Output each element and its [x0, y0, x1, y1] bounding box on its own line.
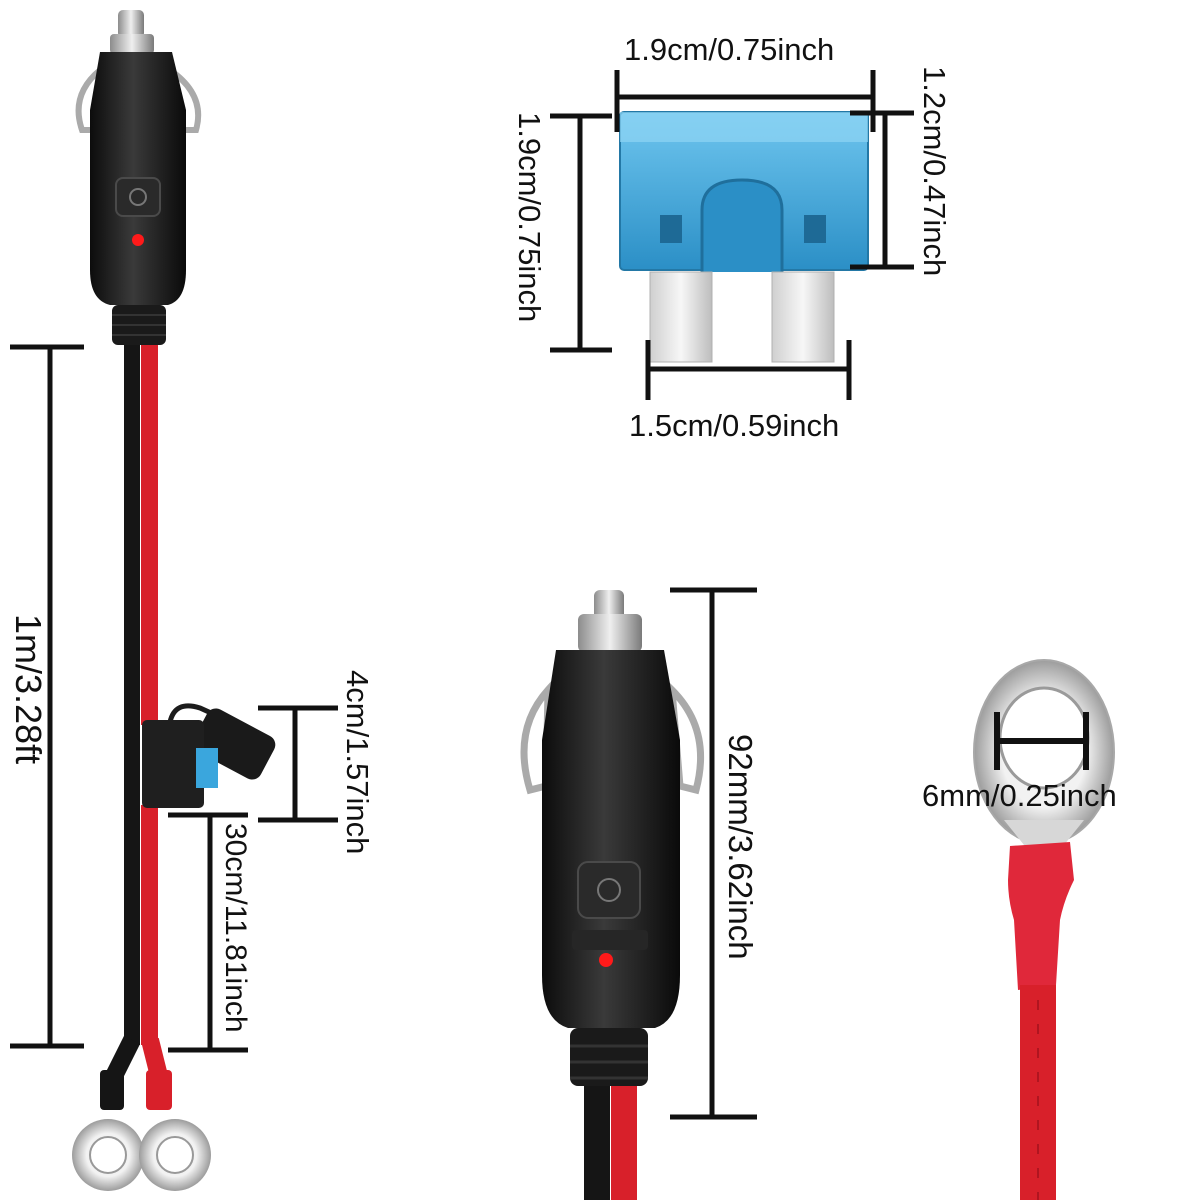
inline-fuse [196, 748, 218, 788]
plug-switch [115, 177, 161, 217]
ring-hole-label: 6mm/0.25inch [922, 778, 1117, 813]
branch-length-label: 30cm/11.81inch [219, 823, 252, 1033]
heat-shrink-sleeve [1008, 842, 1074, 990]
fuse-blade-width-label: 1.5cm/0.59inch [629, 408, 840, 443]
cigarette-plug [520, 590, 705, 1200]
branch-length-dimension [168, 812, 248, 1053]
cable-assembly [72, 10, 276, 1191]
inline-fuse-holder [142, 703, 276, 808]
plug-side-clip-right [165, 63, 202, 133]
blade-fuse [619, 111, 869, 363]
plug-body [542, 650, 680, 1028]
ring-hole-dimension [994, 712, 1089, 770]
plug-tip [118, 10, 144, 38]
wire-black [584, 1086, 610, 1200]
fuse-height-dimension [550, 113, 612, 353]
fuse-holder-length-label: 4cm/1.57inch [340, 670, 375, 855]
fuse-head-height-label: 1.2cm/0.47inch [917, 66, 952, 277]
plug-side-clip-left [75, 63, 104, 133]
fuse-holder-dimension [258, 705, 338, 823]
plug-side-clip-left [520, 680, 552, 795]
wire-red [611, 1086, 637, 1200]
fuse-width-label: 1.9cm/0.75inch [624, 32, 835, 67]
plug-switch [577, 861, 641, 919]
strain-relief [570, 1028, 648, 1086]
fuse-width-dimension [614, 70, 876, 132]
led-indicator [599, 953, 613, 967]
plug-length-label: 92mm/3.62inch [722, 734, 759, 960]
fuse-blade-width-dimension [645, 340, 852, 400]
cable-length-label: 1m/3.28ft [8, 614, 49, 765]
led-indicator [132, 234, 144, 246]
fuse-blade-right [771, 271, 835, 363]
plug-length-dimension [670, 587, 757, 1120]
wire-red [141, 345, 158, 725]
fuse-height-label: 1.9cm/0.75inch [512, 112, 547, 323]
ring-terminal [973, 659, 1115, 1200]
fuse-blade-left [649, 271, 713, 363]
fuse-head-height-dimension [850, 110, 914, 270]
wire-red [1020, 985, 1056, 1200]
plug-side-clip-right [667, 680, 705, 795]
cable-length-dimension [10, 344, 84, 1049]
wire-black [124, 345, 140, 1045]
